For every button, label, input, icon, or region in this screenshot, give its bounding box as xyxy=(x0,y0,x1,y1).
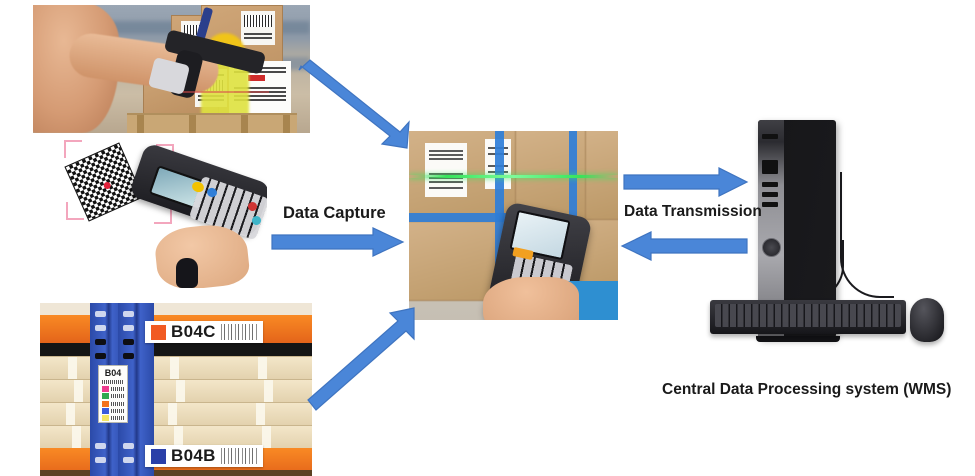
location-color-swatch xyxy=(151,324,166,340)
arrow-handheld-to-center xyxy=(271,227,405,257)
scan-beam xyxy=(183,91,269,93)
mouse-cable xyxy=(840,172,894,298)
warehouse-racking-photo: B04 B04C B04B xyxy=(40,303,312,476)
device-pistol-grip xyxy=(176,258,198,288)
carton-label xyxy=(241,11,275,45)
arrow-rack-to-center xyxy=(306,306,418,414)
vertical-tag-row xyxy=(99,400,127,407)
rack-vertical-location-tag: B04 xyxy=(98,365,128,423)
arrow-scan-gun-to-center xyxy=(296,59,412,149)
aim-bracket-icon xyxy=(154,206,172,224)
brand-logo xyxy=(762,238,781,257)
scanner-gun xyxy=(147,6,269,100)
computer-stand xyxy=(756,336,840,342)
vertical-tag-row xyxy=(99,393,127,400)
hand-holding-device xyxy=(483,277,579,320)
arrow-pc-to-center xyxy=(620,231,748,261)
stored-goods-row xyxy=(40,402,312,426)
location-barcode xyxy=(220,324,257,340)
stored-goods-row xyxy=(40,356,312,380)
desktop-computer xyxy=(700,120,960,350)
location-code: B04C xyxy=(171,322,216,341)
location-label-b04c: B04C xyxy=(145,321,263,343)
mouse xyxy=(910,298,944,342)
wooden-pallet xyxy=(127,113,297,133)
scanning-cartons-photo xyxy=(409,131,618,320)
carton-label xyxy=(425,143,467,197)
keyboard xyxy=(710,300,906,334)
vertical-tag-row xyxy=(99,415,127,422)
label-data-capture: Data Capture xyxy=(283,204,386,222)
location-code: B04B xyxy=(171,446,216,465)
location-label-b04b: B04B xyxy=(145,445,263,467)
carton-strap xyxy=(409,213,531,222)
vertical-tag-row xyxy=(99,378,127,385)
barcode-scanner-gun-photo xyxy=(33,5,310,133)
rack-floor-shadow xyxy=(40,470,312,476)
stored-goods-row xyxy=(40,379,312,403)
keyboard-keys xyxy=(715,304,901,327)
label-central-data-processing-system: Central Data Processing system (WMS) xyxy=(662,381,952,398)
laser-aim-dot xyxy=(102,181,112,191)
label-data-transmission: Data Transmission xyxy=(624,203,762,220)
aim-bracket-icon xyxy=(66,202,84,220)
location-barcode xyxy=(220,448,257,464)
vertical-tag-row xyxy=(99,407,127,414)
rack-shadow-gap xyxy=(40,343,312,356)
vertical-tag-header: B04 xyxy=(104,368,122,378)
aim-bracket-icon xyxy=(64,140,82,158)
handheld-terminal-photo xyxy=(62,140,267,288)
vertical-tag-row xyxy=(99,385,127,392)
arrow-center-to-pc xyxy=(623,167,749,197)
laser-scan-line xyxy=(409,175,618,178)
location-color-swatch xyxy=(151,448,166,464)
